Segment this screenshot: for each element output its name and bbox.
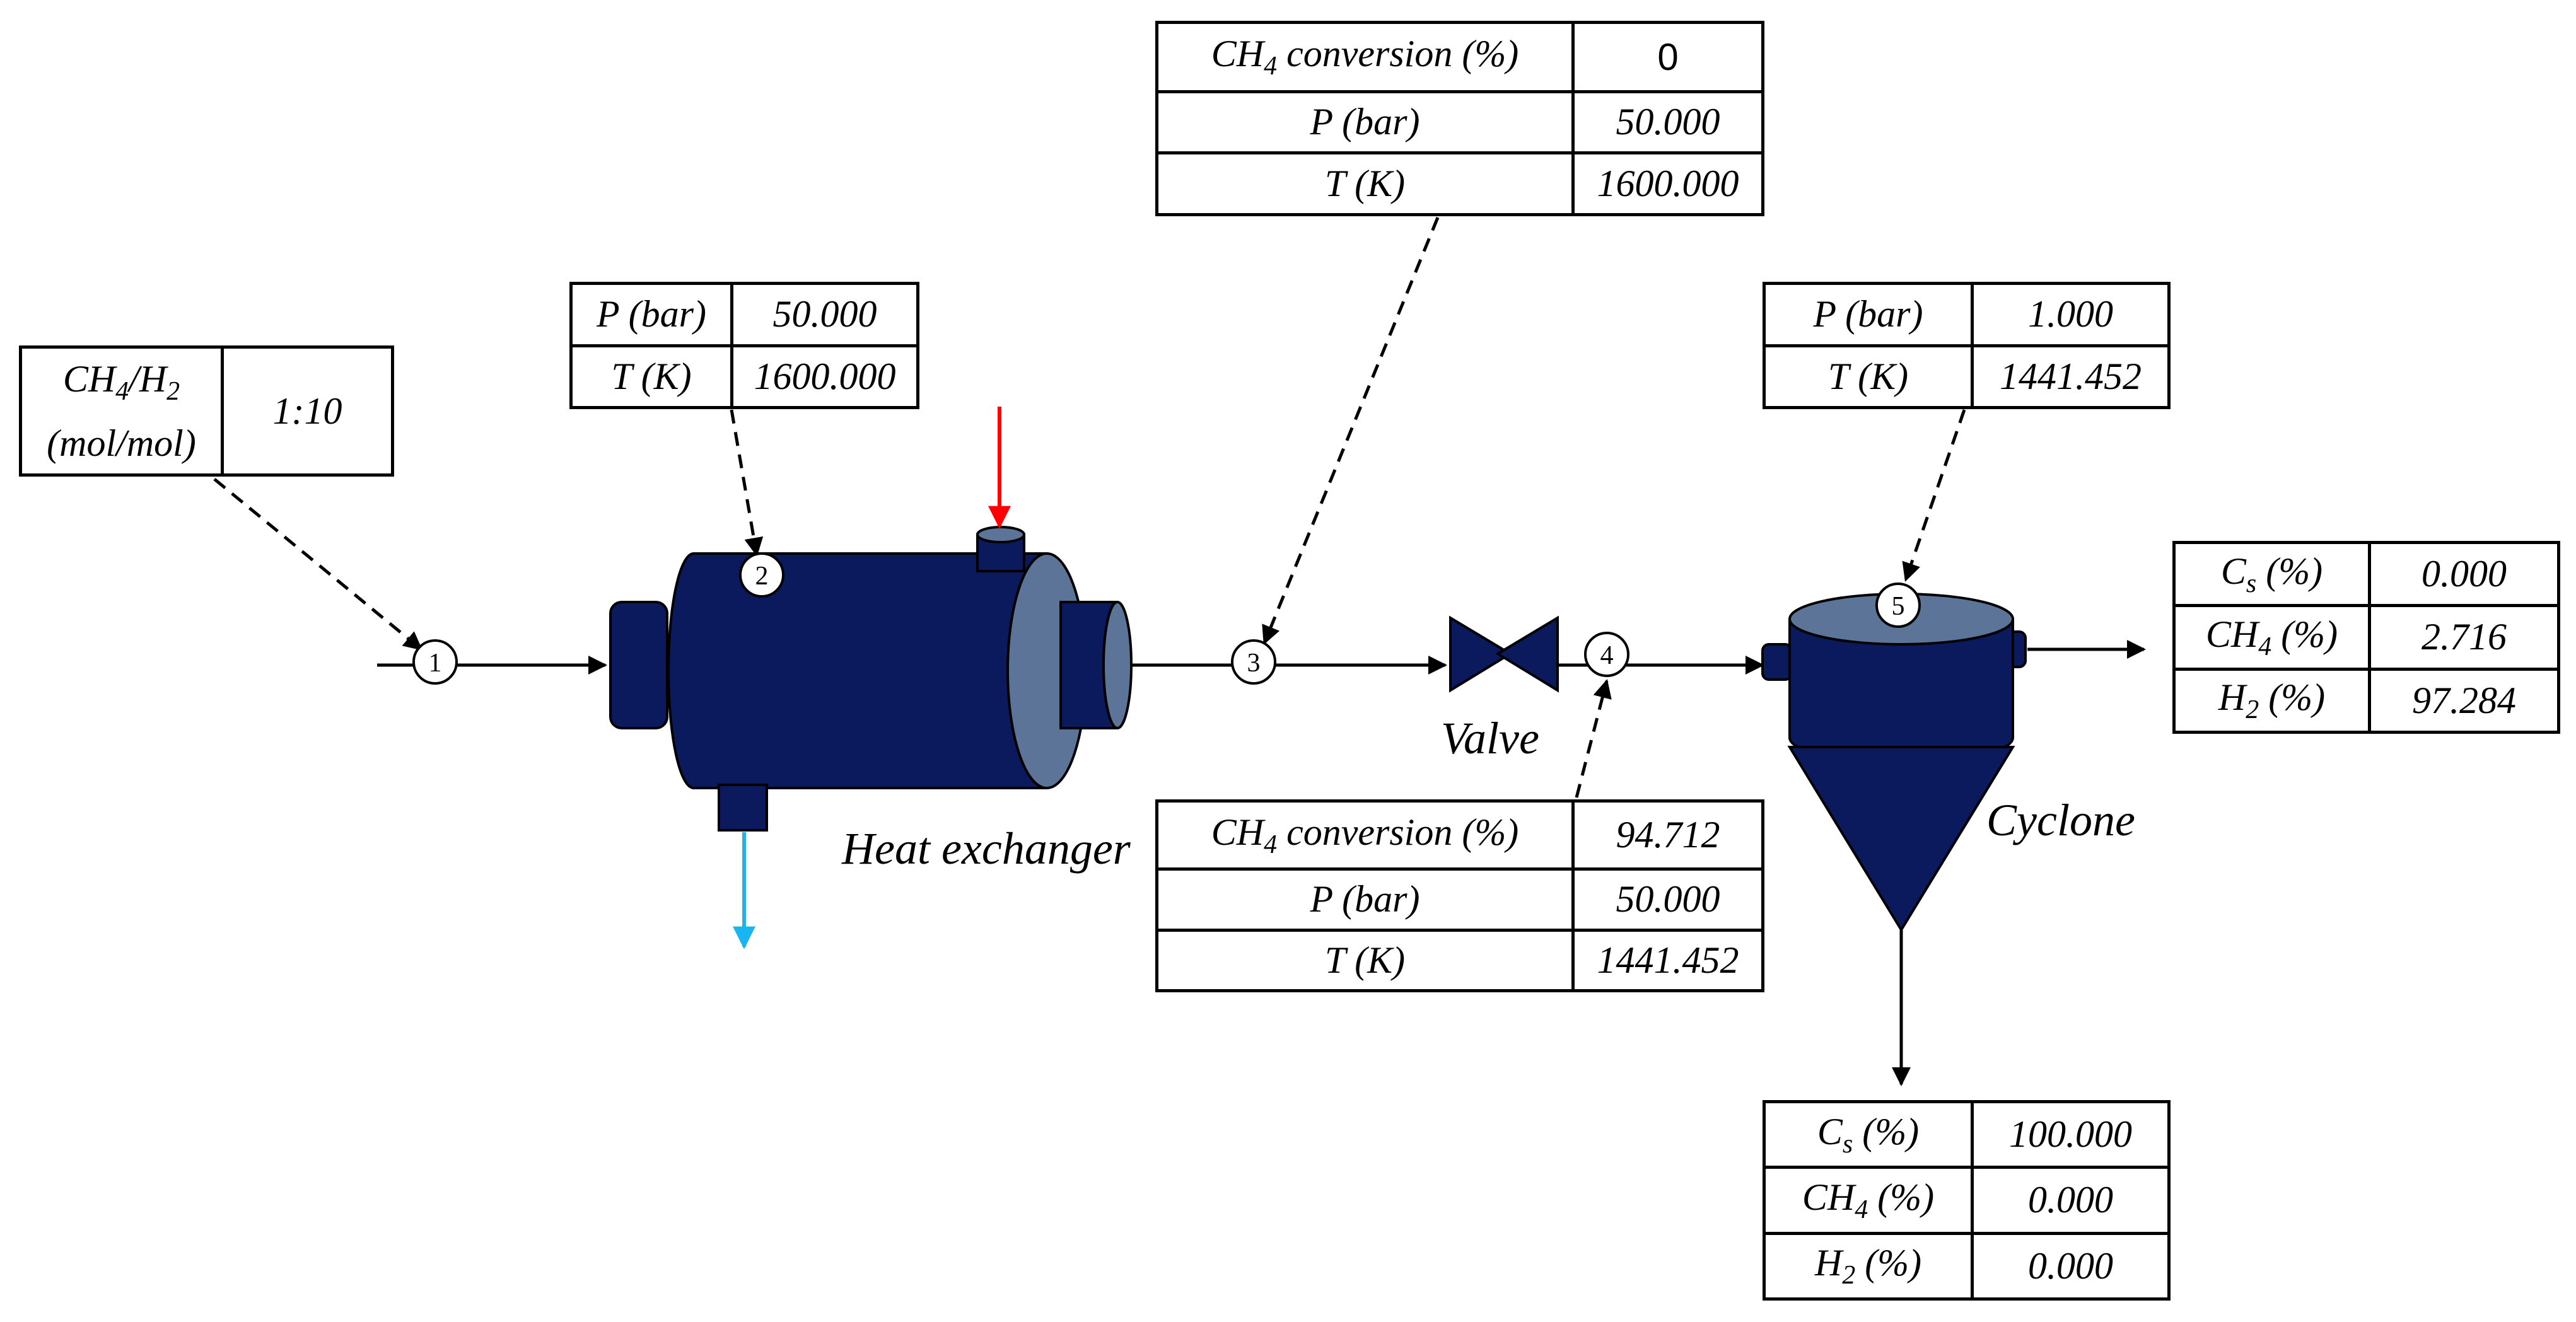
heat-exchanger-label: Heat exchanger — [842, 823, 1131, 874]
svg-text:1: 1 — [429, 649, 442, 678]
stream2-table: P (bar) 50.000 T (K) 1600.000 — [569, 282, 919, 409]
gas-outlet-value: 97.284 — [2368, 667, 2560, 734]
feed-param: CH4/H2 — [62, 358, 180, 406]
hx-shell — [667, 552, 1048, 789]
stream4-value: 50.000 — [1571, 867, 1764, 932]
stream4-param: T (K) — [1155, 928, 1575, 993]
solid-outlet-param: CH4 (%) — [1763, 1166, 1974, 1235]
leader-stream5 — [1902, 409, 1966, 582]
hx-bottom-nozzle — [718, 784, 768, 832]
solid-outlet-param: Cs (%) — [1763, 1099, 1974, 1169]
valve-symbol — [1449, 615, 1559, 693]
leader-stream2 — [730, 409, 764, 557]
gas-outlet-table: Cs (%) 0.000 CH4 (%) 2.716 H2 (%) 97.284 — [2172, 540, 2560, 734]
stream3-value: 50.000 — [1571, 90, 1764, 155]
stream2-value: 1600.000 — [730, 344, 919, 409]
stream4-value: 1441.452 — [1571, 928, 1764, 993]
node-1: 1 — [412, 639, 458, 685]
stream3-value: 0 — [1571, 21, 1764, 93]
cyclone — [1761, 593, 2027, 932]
cyclone-inlet-nozzle — [1761, 643, 1793, 681]
feed-table: CH4/H2 (mol/mol) 1:10 — [19, 345, 394, 477]
stream2-param: T (K) — [569, 344, 733, 409]
node-3: 3 — [1231, 639, 1276, 685]
node-5: 5 — [1875, 583, 1921, 628]
svg-text:5: 5 — [1892, 592, 1905, 621]
stream-nodes: 1 2 3 4 5 — [412, 552, 1921, 685]
feed-unit: (mol/mol) — [47, 422, 196, 464]
hx-outlet-face — [1102, 601, 1133, 729]
node-2: 2 — [739, 552, 784, 598]
stream5-value: 1441.452 — [1971, 344, 2171, 409]
stream3-value: 1600.000 — [1571, 151, 1764, 216]
cyclone-cone — [1787, 746, 2015, 932]
valve-label: Valve — [1441, 713, 1539, 763]
stream3-param: CH4 conversion (%) — [1155, 21, 1575, 93]
solid-outlet-table: Cs (%) 100.000 CH4 (%) 0.000 H2 (%) 0.00… — [1763, 1099, 2171, 1301]
stream5-param: P (bar) — [1763, 282, 1974, 347]
leader-feed — [213, 478, 423, 651]
solid-outlet-value: 0.000 — [1971, 1231, 2171, 1301]
stream5-table: P (bar) 1.000 T (K) 1441.452 — [1763, 282, 2171, 409]
gas-outlet-value: 0.000 — [2368, 540, 2560, 608]
stream3-table: CH4 conversion (%) 0 P (bar) 50.000 T (K… — [1155, 21, 1764, 216]
stream2-param: P (bar) — [569, 282, 733, 347]
stream4-param: P (bar) — [1155, 867, 1575, 932]
gas-outlet-param: Cs (%) — [2172, 540, 2371, 608]
stream5-value: 1.000 — [1971, 282, 2171, 347]
leader-stream3 — [1262, 217, 1440, 645]
gas-outlet-param: H2 (%) — [2172, 667, 2371, 734]
hx-top-nozzle-face — [976, 526, 1025, 543]
feed-value: 1:10 — [221, 345, 394, 477]
stream4-table: CH4 conversion (%) 94.712 P (bar) 50.000… — [1155, 799, 1764, 993]
gas-outlet-param: CH4 (%) — [2172, 604, 2371, 671]
leader-lines — [213, 217, 1966, 798]
cyclone-label: Cyclone — [1986, 795, 2135, 845]
svg-text:3: 3 — [1247, 649, 1261, 678]
solid-outlet-value: 0.000 — [1971, 1166, 2171, 1235]
feed-param-cell: CH4/H2 (mol/mol) — [19, 345, 224, 477]
stream3-param: T (K) — [1155, 151, 1575, 216]
hx-inlet-nozzle — [609, 601, 668, 729]
solid-outlet-value: 100.000 — [1971, 1099, 2171, 1169]
solid-outlet-param: H2 (%) — [1763, 1231, 1974, 1301]
svg-text:2: 2 — [755, 562, 769, 591]
stream2-value: 50.000 — [730, 282, 919, 347]
heat-exchanger — [609, 526, 1133, 832]
stream5-param: T (K) — [1763, 344, 1974, 409]
svg-text:4: 4 — [1600, 641, 1614, 670]
stream4-value: 94.712 — [1571, 799, 1764, 871]
gas-outlet-value: 2.716 — [2368, 604, 2560, 671]
leader-stream4 — [1575, 679, 1612, 798]
node-4: 4 — [1584, 632, 1629, 677]
stream4-param: CH4 conversion (%) — [1155, 799, 1575, 871]
stream3-param: P (bar) — [1155, 90, 1575, 155]
